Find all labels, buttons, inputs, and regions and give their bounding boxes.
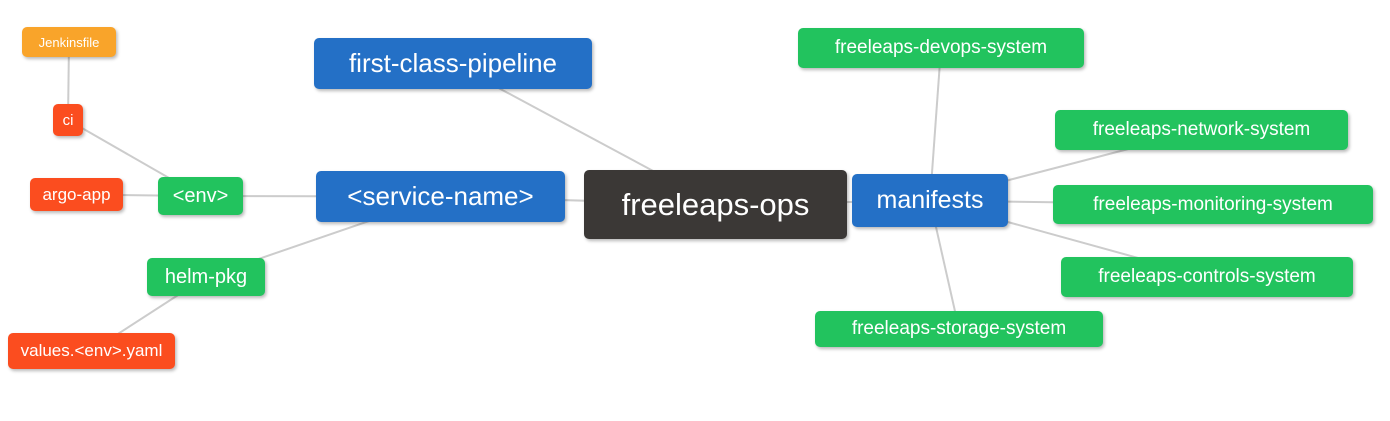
node-monitoring-system[interactable]: freeleaps-monitoring-system xyxy=(1053,185,1373,224)
node-storage-system[interactable]: freeleaps-storage-system xyxy=(815,311,1103,347)
node-devops-system[interactable]: freeleaps-devops-system xyxy=(798,28,1084,68)
node-values-env-yaml[interactable]: values.<env>.yaml xyxy=(8,333,175,369)
node-first-class-pipeline[interactable]: first-class-pipeline xyxy=(314,38,592,89)
node-manifests[interactable]: manifests xyxy=(852,174,1008,227)
node-ci[interactable]: ci xyxy=(53,104,83,136)
node-controls-system[interactable]: freeleaps-controls-system xyxy=(1061,257,1353,297)
node-network-system[interactable]: freeleaps-network-system xyxy=(1055,110,1348,150)
node-freeleaps-ops[interactable]: freeleaps-ops xyxy=(584,170,847,239)
node-env[interactable]: <env> xyxy=(158,177,243,215)
node-argo-app[interactable]: argo-app xyxy=(30,178,123,211)
node-service-name[interactable]: <service-name> xyxy=(316,171,565,222)
node-jenkinsfile[interactable]: Jenkinsfile xyxy=(22,27,116,57)
node-helm-pkg[interactable]: helm-pkg xyxy=(147,258,265,296)
